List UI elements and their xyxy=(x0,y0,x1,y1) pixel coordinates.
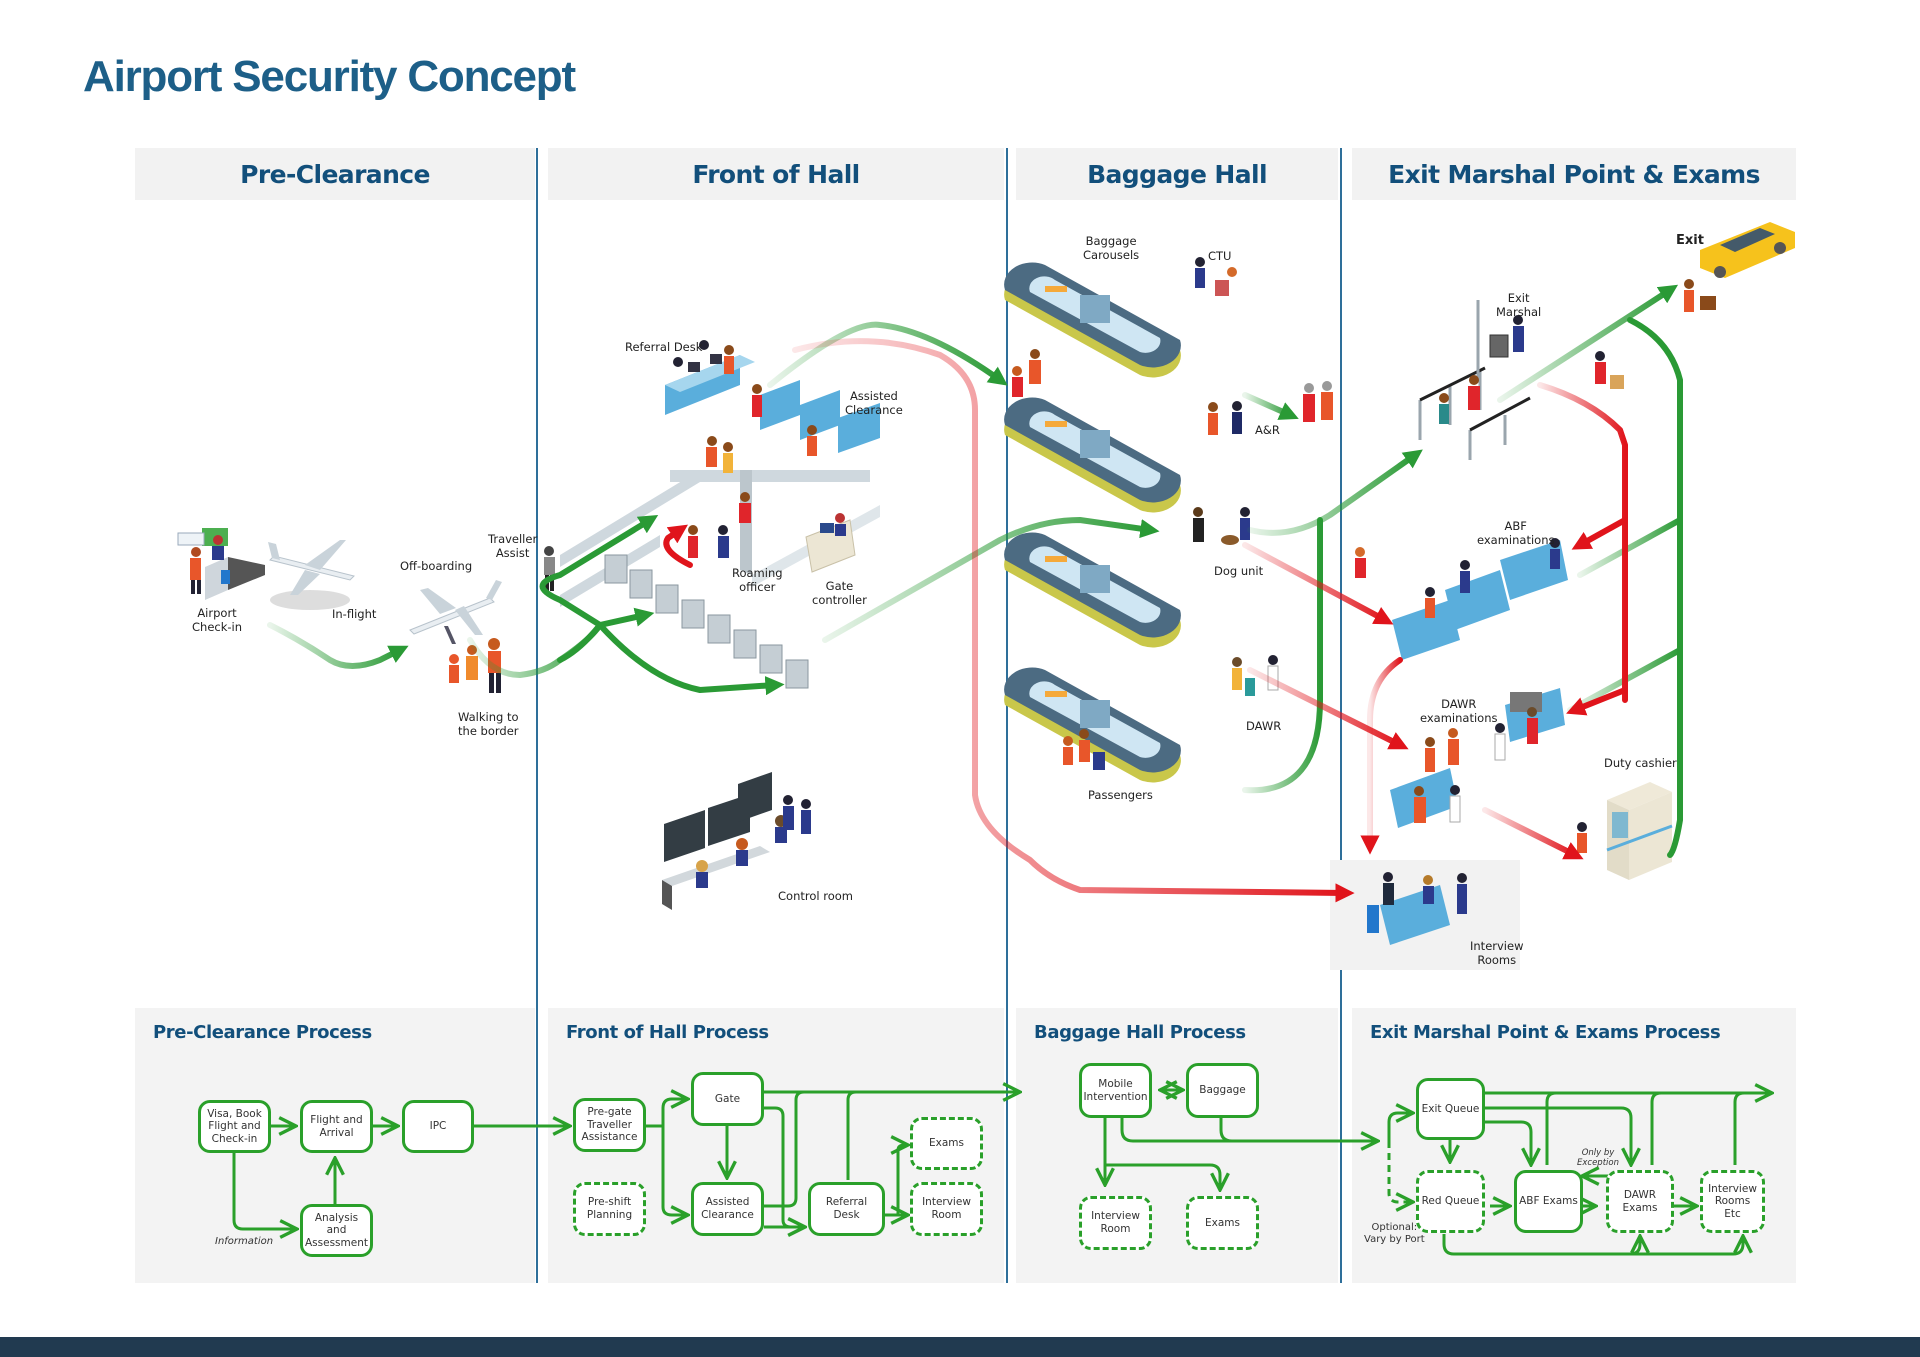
duty-cashier-booth-icon xyxy=(1577,782,1673,880)
process-node-dawr-exams: DAWR Exams xyxy=(1606,1170,1674,1233)
process-node-mobile-intervention: Mobile Intervention xyxy=(1079,1063,1152,1118)
baggage-carousel-icon xyxy=(1004,532,1181,648)
label-control-room: Control room xyxy=(778,889,853,903)
plane-in-flight-icon xyxy=(268,540,355,610)
traveller-assist-icon xyxy=(544,546,555,591)
process-title: Baggage Hall Process xyxy=(1034,1022,1246,1043)
label-dog-unit: Dog unit xyxy=(1214,564,1264,578)
label-in-flight: In-flight xyxy=(332,607,377,621)
process-node-abf-exams: ABF Exams xyxy=(1514,1170,1583,1233)
taxi-icon xyxy=(1700,222,1795,278)
exit-marshal-stanchions-icon xyxy=(1418,300,1531,460)
page-title: Airport Security Concept xyxy=(83,52,576,101)
process-node-interview-room: Interview Room xyxy=(910,1182,983,1236)
process-title: Exit Marshal Point & Exams Process xyxy=(1370,1022,1721,1043)
process-node-interview-room: Interview Room xyxy=(1079,1196,1152,1250)
process-node-interview-rooms: Interview Rooms Etc xyxy=(1700,1170,1765,1233)
process-node-exit-queue: Exit Queue xyxy=(1416,1078,1485,1140)
process-node-assisted-clearance: Assisted Clearance xyxy=(691,1182,764,1236)
abf-desks-icon xyxy=(1355,538,1568,660)
process-node-baggage: Baggage xyxy=(1186,1063,1259,1118)
checkin-desk-icon xyxy=(177,528,265,600)
label-duty-cashier: Duty cashier xyxy=(1604,756,1677,770)
label-off-boarding: Off-boarding xyxy=(400,559,473,573)
gate-controller-icon xyxy=(805,513,856,573)
plane-off-boarding-icon xyxy=(409,580,502,644)
zone-divider xyxy=(536,148,538,1283)
label-passengers: Passengers xyxy=(1088,788,1153,802)
process-node-ipc: IPC xyxy=(402,1100,474,1153)
edge-label-information: Information xyxy=(215,1236,274,1247)
label-exit: Exit xyxy=(1676,233,1704,248)
process-node-preshift: Pre-shift Planning xyxy=(573,1182,646,1236)
label-dawr: DAWR xyxy=(1246,719,1282,733)
zone-header-pre-clearance: Pre-Clearance xyxy=(135,148,535,200)
process-node-gate: Gate xyxy=(691,1072,764,1126)
process-panel-baggage-hall: Baggage Hall Process xyxy=(1016,1008,1338,1283)
baggage-carousel-icon xyxy=(1004,397,1181,513)
process-node-referral-desk: Referral Desk xyxy=(808,1182,885,1236)
process-title: Pre-Clearance Process xyxy=(153,1022,372,1043)
zone-header-front-of-hall: Front of Hall xyxy=(548,148,1004,200)
process-node-exams: Exams xyxy=(910,1117,983,1170)
baggage-carousel-icon xyxy=(1004,667,1181,783)
process-node-red-queue: Red Queue xyxy=(1416,1170,1485,1233)
process-node-flight-arrival: Flight and Arrival xyxy=(300,1100,373,1153)
process-node-pregate: Pre-gate Traveller Assistance xyxy=(573,1098,646,1152)
process-title: Front of Hall Process xyxy=(566,1022,769,1043)
process-node-visa: Visa, Book Flight and Check-in xyxy=(198,1100,271,1153)
zone-header-baggage-hall: Baggage Hall xyxy=(1016,148,1338,200)
referral-desk-icon xyxy=(665,340,755,415)
note-optional-vary-by-port: Optional:Vary by Port xyxy=(1364,1222,1425,1245)
process-node-exams: Exams xyxy=(1186,1196,1259,1250)
exit-travellers-icon xyxy=(1595,279,1716,389)
zone-header-exit-marshal: Exit Marshal Point & Exams xyxy=(1352,148,1796,200)
control-room-icon xyxy=(662,772,811,910)
footer-bar xyxy=(0,1337,1920,1357)
label-ctu: CTU xyxy=(1208,249,1232,263)
walking-family-icon xyxy=(449,638,501,693)
process-node-analysis: Analysis and Assessment xyxy=(300,1204,373,1257)
label-ar: A&R xyxy=(1255,423,1280,437)
interview-rooms-icon xyxy=(1367,872,1467,945)
queue-people-icon xyxy=(688,436,751,558)
label-referral-desk: Referral Desk xyxy=(625,340,703,354)
